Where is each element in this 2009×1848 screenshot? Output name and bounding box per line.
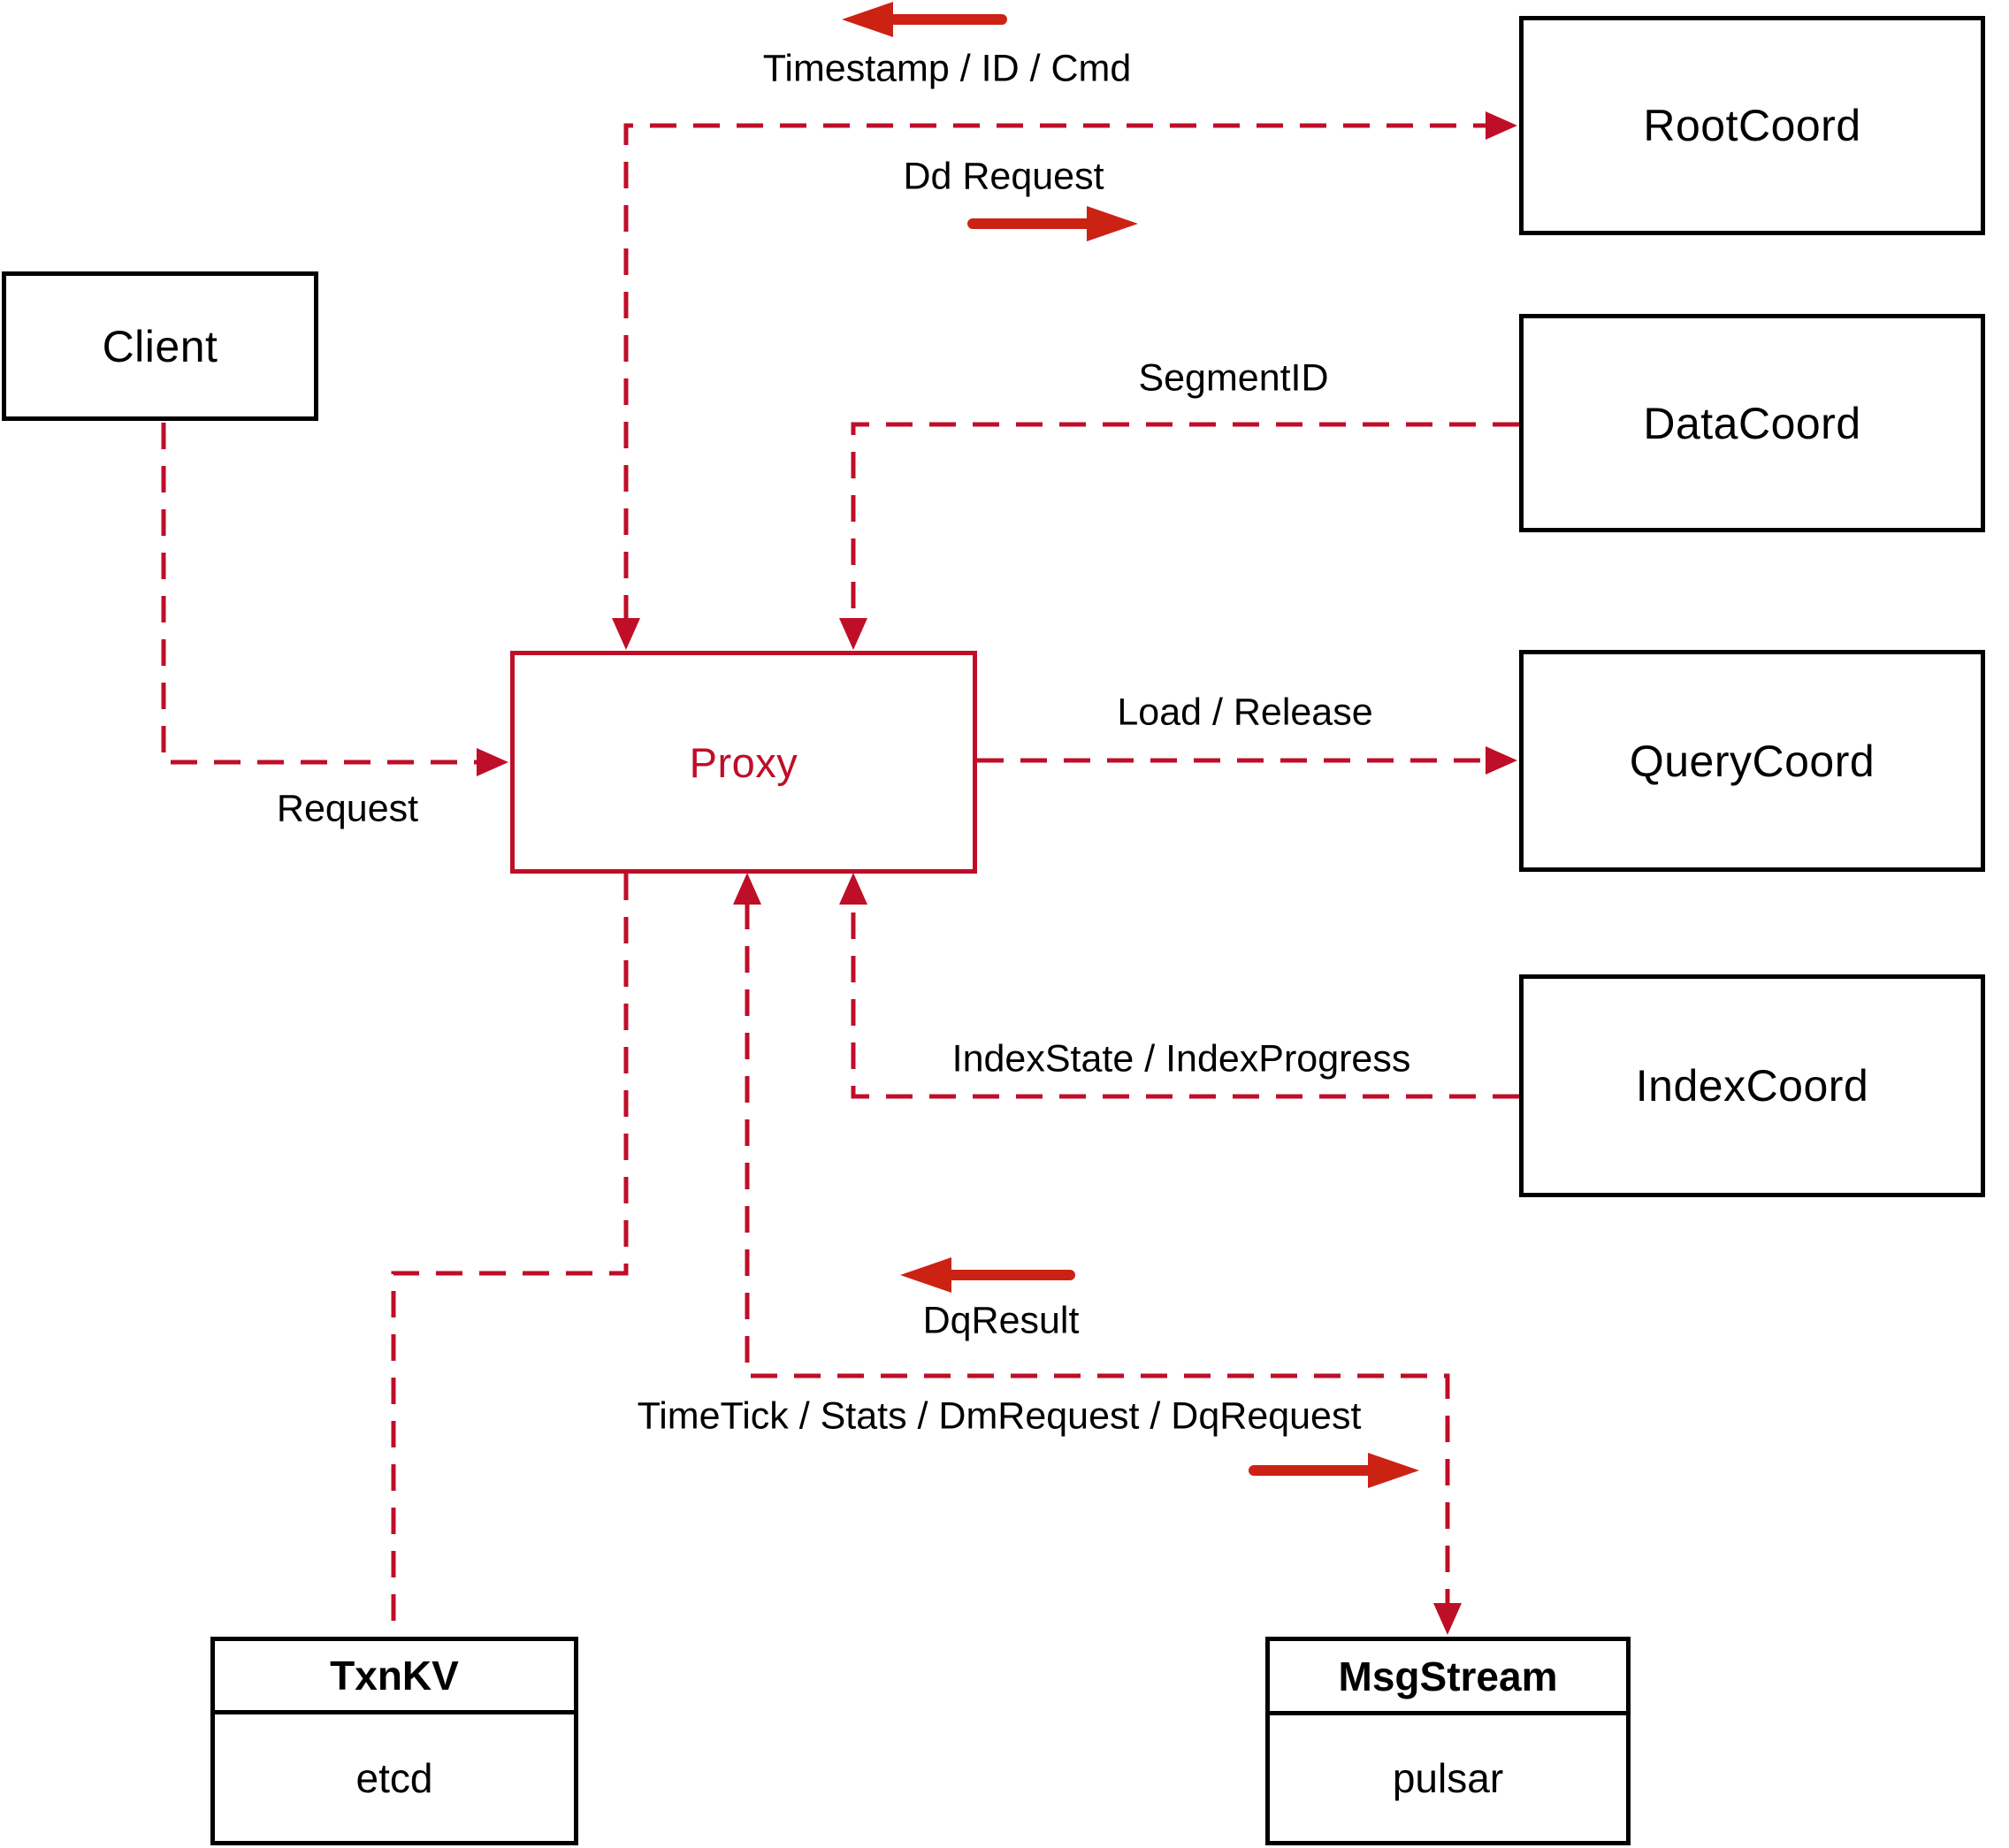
- node-txnkv-title: TxnKV: [215, 1641, 574, 1714]
- node-proxy: Proxy: [510, 651, 977, 874]
- node-rootcoord: RootCoord: [1519, 16, 1985, 235]
- arrowhead-into-msgstream: [1433, 1603, 1462, 1635]
- node-indexcoord-label: IndexCoord: [1635, 1061, 1869, 1111]
- node-indexcoord: IndexCoord: [1519, 974, 1985, 1197]
- node-msgstream-title: MsgStream: [1270, 1641, 1626, 1715]
- arrowhead-into-proxy-left: [477, 748, 508, 776]
- edge-proxy-to-txnkv: [391, 874, 629, 1635]
- arrowhead-into-proxy-bottom-middle: [733, 873, 761, 905]
- arrowhead-into-proxy-top-right: [839, 618, 867, 650]
- indicator-arrow-left-timestamp: [842, 2, 1007, 37]
- edge-label-timetick-stats-dmrequest-dqrequest: TimeTick / Stats / DmRequest / DqRequest: [637, 1394, 1362, 1438]
- node-rootcoord-label: RootCoord: [1643, 101, 1861, 150]
- node-querycoord-label: QueryCoord: [1629, 736, 1875, 786]
- edge-label-load-release: Load / Release: [1117, 691, 1373, 734]
- edge-indexcoord-to-proxy: [851, 903, 1519, 1099]
- node-txnkv-subtitle: etcd: [355, 1754, 433, 1801]
- node-datacoord: DataCoord: [1519, 314, 1985, 532]
- edge-label-request: Request: [276, 787, 419, 830]
- edge-label-timestamp-id-cmd: Timestamp / ID / Cmd: [762, 47, 1132, 90]
- node-client-label: Client: [102, 321, 218, 371]
- node-querycoord: QueryCoord: [1519, 650, 1985, 872]
- node-datacoord-label: DataCoord: [1643, 398, 1861, 448]
- edge-proxy-msgstream: [745, 903, 1450, 1603]
- node-msgstream-subtitle: pulsar: [1392, 1755, 1504, 1801]
- edge-label-dd-request: Dd Request: [903, 155, 1104, 198]
- arrowhead-into-proxy-bottom-right: [839, 873, 867, 905]
- node-client: Client: [2, 271, 318, 421]
- arrowhead-into-proxy-top-left: [612, 618, 640, 650]
- indicator-arrow-right-dd-request: [967, 206, 1138, 241]
- edge-label-segmentid: SegmentID: [1138, 356, 1329, 400]
- node-msgstream: MsgStream pulsar: [1265, 1637, 1631, 1845]
- arrowhead-into-rootcoord: [1486, 111, 1517, 140]
- edge-label-indexstate-indexprogress: IndexState / IndexProgress: [951, 1037, 1411, 1081]
- indicator-arrow-right-timetick: [1249, 1453, 1419, 1488]
- indicator-arrow-left-dqresult: [900, 1257, 1075, 1293]
- node-txnkv: TxnKV etcd: [210, 1637, 578, 1845]
- edge-proxy-rootcoord: [623, 123, 1487, 622]
- edge-label-dqresult: DqResult: [922, 1299, 1080, 1342]
- node-proxy-label: Proxy: [689, 738, 798, 786]
- edge-client-to-proxy: [161, 423, 478, 765]
- arrowhead-into-querycoord: [1486, 746, 1517, 775]
- edge-datacoord-to-proxy: [851, 422, 1519, 620]
